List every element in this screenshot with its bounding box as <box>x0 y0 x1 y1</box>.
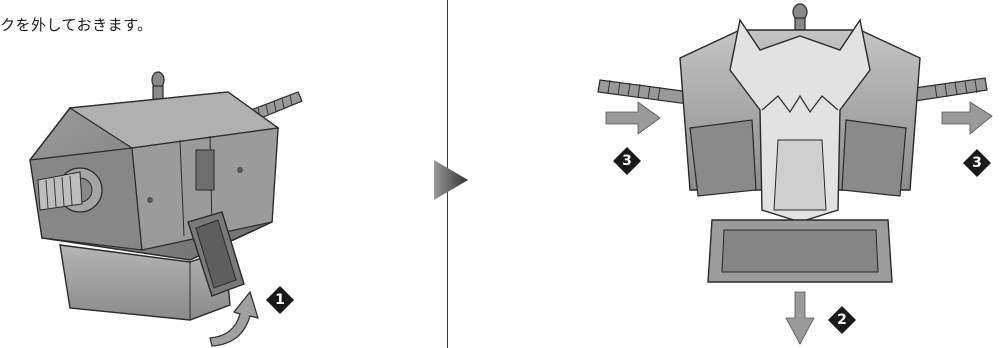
left-gun-barrel <box>598 80 690 104</box>
step-2-marker: 2 <box>828 306 856 334</box>
left-arrow-icon <box>606 102 660 134</box>
lower-base-front <box>708 220 892 282</box>
step-3-left-marker: 3 <box>613 147 641 175</box>
step-3-right-number: 3 <box>963 149 991 177</box>
step-2-number: 2 <box>828 306 856 334</box>
step-3-right-marker: 3 <box>963 149 991 177</box>
down-arrow-icon <box>786 292 814 344</box>
step-1-number: 1 <box>266 286 294 314</box>
step-1-marker: 1 <box>266 286 294 314</box>
instruction-caption: クを外しておきます。 <box>0 14 153 35</box>
step-3-left-number: 3 <box>613 147 641 175</box>
right-side-panel <box>842 120 906 196</box>
play-triangle-icon <box>430 158 470 202</box>
top-knob <box>793 4 807 30</box>
right-illustration <box>595 0 1000 348</box>
right-arrow-icon <box>942 102 992 134</box>
left-side-panel <box>690 120 756 196</box>
